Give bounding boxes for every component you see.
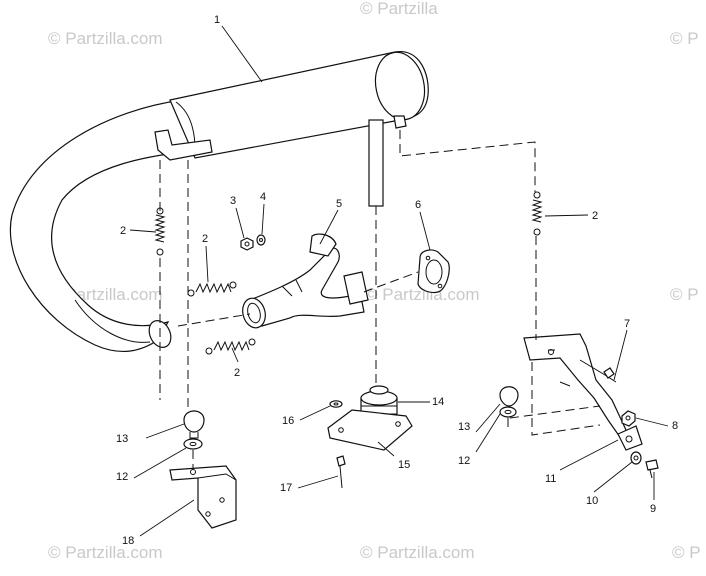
spacer-washer bbox=[630, 451, 642, 465]
left-mounting-bracket bbox=[169, 465, 237, 529]
callout-9: 9 bbox=[650, 503, 656, 515]
callout-13: 13 bbox=[458, 421, 470, 433]
stud-bolt bbox=[336, 455, 346, 489]
watermark: © P bbox=[670, 285, 699, 304]
rear-mount-bracket bbox=[523, 333, 627, 442]
rubber-bumper-left bbox=[183, 410, 205, 439]
washer-right bbox=[499, 406, 517, 418]
callout-8: 8 bbox=[672, 420, 678, 432]
leader-lines bbox=[129, 25, 669, 537]
bolt bbox=[645, 459, 659, 479]
callout-15: 15 bbox=[398, 459, 410, 471]
lock-nut bbox=[621, 410, 636, 427]
callout-14: 14 bbox=[432, 396, 444, 408]
bracket-end-tab bbox=[617, 425, 643, 451]
spring-right bbox=[531, 191, 543, 236]
callout-12: 12 bbox=[458, 455, 470, 467]
washer-left bbox=[183, 438, 203, 450]
watermark: © Partzilla.com bbox=[360, 543, 475, 562]
muffler-assembly bbox=[9, 51, 429, 352]
callout-13: 13 bbox=[116, 433, 128, 445]
exhaust-manifold bbox=[242, 233, 369, 329]
watermark: © P bbox=[670, 29, 699, 48]
washer-and-nut bbox=[240, 234, 266, 251]
callout-18: 18 bbox=[122, 535, 134, 547]
callout-4: 4 bbox=[260, 191, 266, 203]
spring-middle-lower bbox=[205, 338, 256, 355]
callout-12: 12 bbox=[116, 471, 128, 483]
callout-1: 1 bbox=[214, 14, 220, 26]
gasket bbox=[417, 249, 450, 294]
rubber-bumper-right bbox=[499, 386, 519, 407]
callout-7: 7 bbox=[624, 318, 630, 330]
callout-11: 11 bbox=[545, 473, 556, 485]
callout-2: 2 bbox=[202, 233, 208, 245]
watermark: © Partzilla.com bbox=[48, 29, 163, 48]
callout-labels: 1 2 2 2 2 3 4 5 6 7 8 9 10 11 12 12 13 1… bbox=[116, 14, 678, 547]
callout-6: 6 bbox=[415, 199, 421, 211]
callout-2: 2 bbox=[234, 367, 240, 379]
callout-2: 2 bbox=[592, 210, 598, 222]
watermarks: © Partzilla.com © Partzilla © P © Partzi… bbox=[48, 0, 701, 562]
watermark: © P bbox=[672, 543, 701, 562]
spring-upper-left bbox=[154, 207, 166, 256]
callout-2: 2 bbox=[120, 225, 126, 237]
spring-middle-upper bbox=[187, 281, 237, 297]
small-washer bbox=[329, 400, 343, 408]
callout-17: 17 bbox=[280, 482, 292, 494]
isolator-base-plate bbox=[327, 409, 413, 451]
callout-10: 10 bbox=[586, 495, 598, 507]
watermark: © Partzilla.com bbox=[48, 543, 163, 562]
watermark: © Partzilla.com bbox=[365, 285, 480, 304]
alignment-lines bbox=[159, 130, 601, 470]
callout-5: 5 bbox=[336, 198, 342, 210]
watermark: © Partzilla bbox=[360, 0, 438, 18]
callout-3: 3 bbox=[230, 195, 236, 207]
callout-16: 16 bbox=[282, 415, 294, 427]
